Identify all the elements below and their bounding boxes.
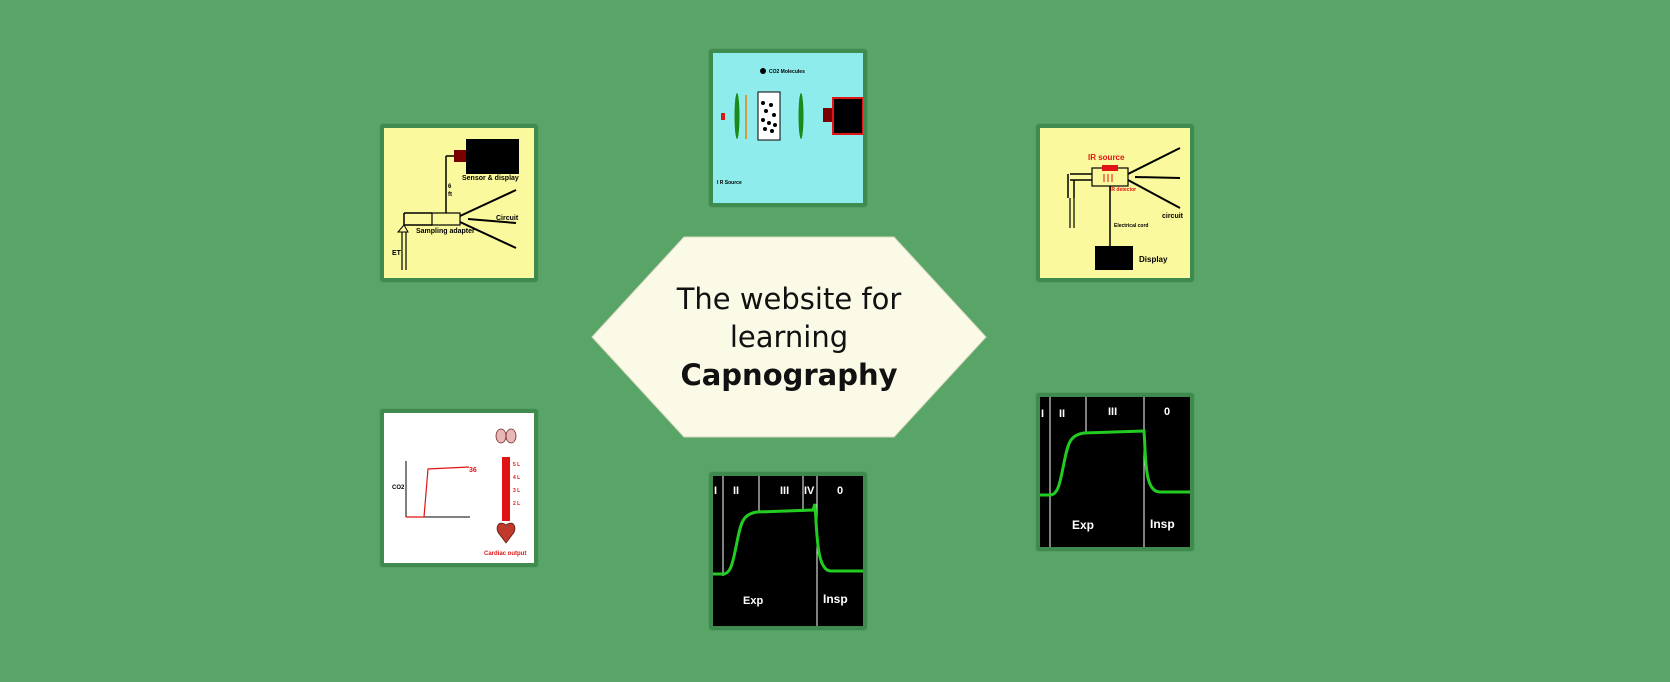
co2-value-label: 36 [469,467,477,474]
detector-small [823,108,832,122]
hero-line-3: Capnography [680,358,898,392]
tile-cardiac-output[interactable]: CO2 36 5 L 4 L 3 L 2 L Cardiac output [380,409,538,567]
sensor-display-box [466,139,519,174]
phase-iv-label: IV [804,485,815,497]
capnogram-right-chart: I II III 0 Exp Insp [1040,397,1190,547]
volume-3l: 3 L [513,488,520,494]
hero-line-1: The website for [676,282,902,316]
tile-mainstream[interactable]: IR source IR detector circuit Electrical… [1036,124,1194,282]
co2-molecule-legend-dot [760,68,766,74]
ir-source-label: IR source [1088,153,1125,162]
phase-i-label: I [1041,408,1044,420]
display-box [1095,246,1133,270]
volume-4l: 4 L [513,475,520,481]
exp-label: Exp [1072,518,1094,532]
capnogram-phases-chart: I II III IV 0 Exp Insp [713,476,863,626]
cardiac-output-caption: Cardiac output [484,551,526,557]
volume-2l: 2 L [513,501,520,507]
hero-title: The website for learning Capnography [590,236,988,438]
phase-iii-label: III [780,485,789,497]
tile-ir-spectroscopy[interactable]: CO2 Molecules I R Source [709,49,867,207]
volume-5l: 5 L [513,462,520,468]
tile-waveform-phases[interactable]: I II III IV 0 Exp Insp [709,472,867,630]
phase-0-label: 0 [837,485,843,497]
lens-right [798,93,804,139]
ir-source-label: I R Source [717,180,742,186]
phase-0-label: 0 [1164,406,1170,418]
tile-sidestream[interactable]: Sensor & display 6 ft Circuit Sampling a… [380,124,538,282]
hero-line-2: learning [729,320,849,354]
co2-trend-line [406,466,470,518]
tile-waveform-right[interactable]: I II III 0 Exp Insp [1036,393,1194,551]
electrical-cord-label: Electrical cord [1114,223,1148,229]
display-label: Display [1139,255,1168,264]
mainstream-diagram: IR source IR detector circuit Electrical… [1040,128,1190,278]
insp-label: Insp [1150,517,1175,531]
sampling-adapter-label: Sampling adapter [416,228,475,235]
co2-waveform [713,503,863,576]
circuit-label: circuit [1162,213,1184,220]
gas-chamber [757,91,781,141]
co2-axis-label: CO2 [392,485,405,491]
ir-emitter [721,113,725,120]
phase-ii-label: II [1059,408,1065,420]
co2-waveform [1040,429,1190,497]
phase-ii-label: II [733,485,739,497]
circuit-label: Circuit [496,215,519,222]
lungs-icon [495,428,517,444]
phase-i-label: I [714,485,717,497]
co2-molecules-label: CO2 Molecules [769,69,805,75]
cardiac-output-bar [502,457,510,521]
sensor-display-label: Sensor & display [462,175,519,182]
ir-spectroscopy-diagram: CO2 Molecules I R Source [713,53,863,203]
six-label: 6 [448,184,452,190]
sampling-adapter-box [431,212,461,226]
et-label: ET [392,250,402,257]
cardiac-output-diagram: CO2 36 5 L 4 L 3 L 2 L Cardiac output [384,413,534,563]
ft-label: ft [448,192,452,198]
hero-hexagon: The website for learning Capnography [590,236,988,438]
lens-left [734,93,740,139]
sidestream-diagram: Sensor & display 6 ft Circuit Sampling a… [384,128,534,278]
detector-box [832,97,863,135]
insp-label: Insp [823,592,848,606]
phase-iii-label: III [1108,406,1117,418]
detector-label: IR detector [1110,187,1136,193]
exp-label: Exp [743,595,763,607]
heart-icon [496,522,516,544]
hexagon-shape [591,236,987,438]
